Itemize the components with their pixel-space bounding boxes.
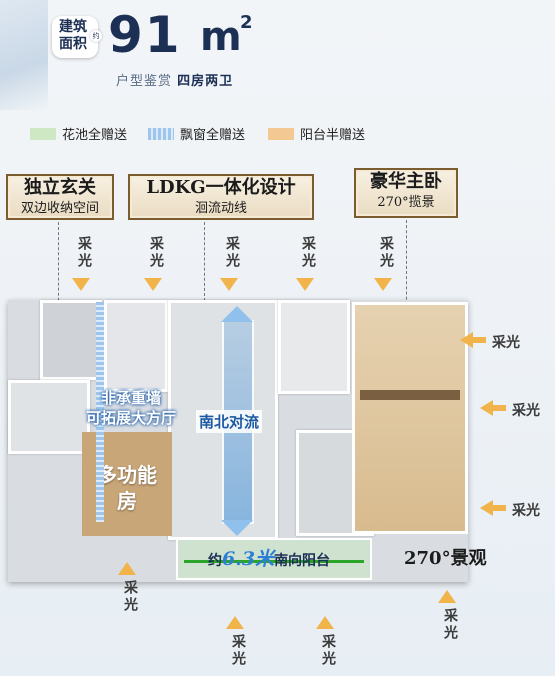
- feature-entrance: 独立玄关 双边收纳空间: [6, 174, 114, 220]
- lighting-arrow-icon: [296, 278, 314, 291]
- feature-title: 独立玄关: [24, 177, 96, 198]
- lighting-arrow-stem: [492, 505, 506, 511]
- lighting-arrow-icon: [316, 616, 334, 629]
- callout-line-ldkg: [204, 222, 205, 372]
- lighting-arrow-icon: [480, 400, 493, 416]
- airflow-arrow-head-down: [221, 520, 253, 536]
- legend-label: 飘窗全赠送: [180, 128, 246, 143]
- lighting-arrow-icon: [226, 616, 244, 629]
- lighting-arrow-icon: [144, 278, 162, 291]
- room-storage: [40, 300, 102, 380]
- lighting-arrow-icon: [220, 278, 238, 291]
- badge-line1: 建筑: [59, 19, 87, 35]
- callout-line-bedroom: [406, 220, 407, 320]
- badge-approx: 约: [90, 30, 102, 42]
- feature-subtitle: 洄流动线: [194, 201, 247, 216]
- lighting-label: 采光: [512, 503, 540, 519]
- lighting-arrow-icon: [72, 278, 90, 291]
- lighting-arrow-icon: [118, 562, 136, 575]
- lighting-label: 采光: [492, 335, 520, 351]
- area-unit-superscript: 2: [240, 12, 253, 33]
- legend-swatch-orange: [268, 127, 294, 140]
- legend-swatch-green: [30, 127, 56, 140]
- airflow-label: 南北对流: [196, 410, 263, 433]
- feature-title: LDKG一体化设计: [146, 177, 296, 198]
- wall-note-line2: 可拓展大方厅: [86, 409, 177, 427]
- view-label: 270°景观: [404, 548, 487, 569]
- feature-ldkg: LDKG一体化设计 洄流动线: [128, 174, 314, 220]
- lighting-label: 采光: [300, 236, 316, 270]
- lighting-arrow-stem: [472, 337, 486, 343]
- lighting-label: 采光: [224, 236, 240, 270]
- header-decoration: [0, 0, 48, 110]
- lighting-arrow-stem: [492, 405, 506, 411]
- airflow-arrow-head-up: [221, 306, 253, 322]
- legend-balcony: 阳台半赠送: [268, 124, 365, 143]
- lighting-label: 采光: [76, 236, 92, 270]
- legend-flower-bed: 花池全赠送: [30, 124, 127, 143]
- balcony-width-line: [184, 560, 364, 563]
- room-master-bedroom: [352, 302, 468, 534]
- room-bathroom: [104, 300, 168, 392]
- subtitle-prefix: 户型鉴赏: [116, 74, 173, 89]
- badge-line2: 面积: [59, 36, 87, 52]
- layout-subtitle: 户型鉴赏 四房两卫: [116, 70, 233, 89]
- lighting-arrow-icon: [374, 278, 392, 291]
- south-balcony: 约6.3米南向阳台: [176, 538, 372, 580]
- lighting-arrow-icon: [460, 332, 473, 348]
- feature-master-bedroom: 豪华主卧 270°揽景: [354, 168, 458, 218]
- multi-room-label: 多功能房: [97, 463, 157, 513]
- subtitle-rooms: 四房两卫: [177, 74, 234, 89]
- feature-subtitle: 270°揽景: [377, 195, 435, 210]
- feature-subtitle: 双边收纳空间: [20, 201, 99, 216]
- lighting-label: 采光: [148, 236, 164, 270]
- feature-title: 豪华主卧: [370, 171, 442, 192]
- lighting-label: 采光: [320, 634, 336, 668]
- balcony-suffix: 南向阳台: [274, 553, 331, 569]
- lighting-label: 采光: [230, 634, 246, 668]
- lighting-label: 采光: [512, 403, 540, 419]
- wall-note: 非承重墙 可拓展大方厅: [86, 388, 176, 428]
- area-number: 91: [108, 6, 182, 64]
- lighting-arrow-icon: [438, 590, 456, 603]
- legend-swatch-blue: [148, 127, 174, 140]
- balcony-label: 约6.3米南向阳台: [208, 544, 330, 571]
- room-entrance: [8, 380, 90, 454]
- lighting-label: 采光: [122, 580, 138, 614]
- balcony-prefix: 约: [208, 553, 222, 569]
- area-unit: m: [200, 14, 242, 60]
- bay-window-strip: [96, 302, 104, 522]
- legend-label: 花池全赠送: [62, 128, 128, 143]
- lighting-label: 采光: [378, 236, 394, 270]
- lighting-label: 采光: [442, 608, 458, 642]
- master-bay-window: [360, 390, 460, 400]
- wall-note-line1: 非承重墙: [101, 389, 162, 407]
- room-bedroom-small: [278, 300, 350, 394]
- balcony-value: 6.3米: [222, 548, 275, 570]
- lighting-arrow-icon: [480, 500, 493, 516]
- legend-bay-window: 飘窗全赠送: [148, 124, 245, 143]
- legend-label: 阳台半赠送: [300, 128, 366, 143]
